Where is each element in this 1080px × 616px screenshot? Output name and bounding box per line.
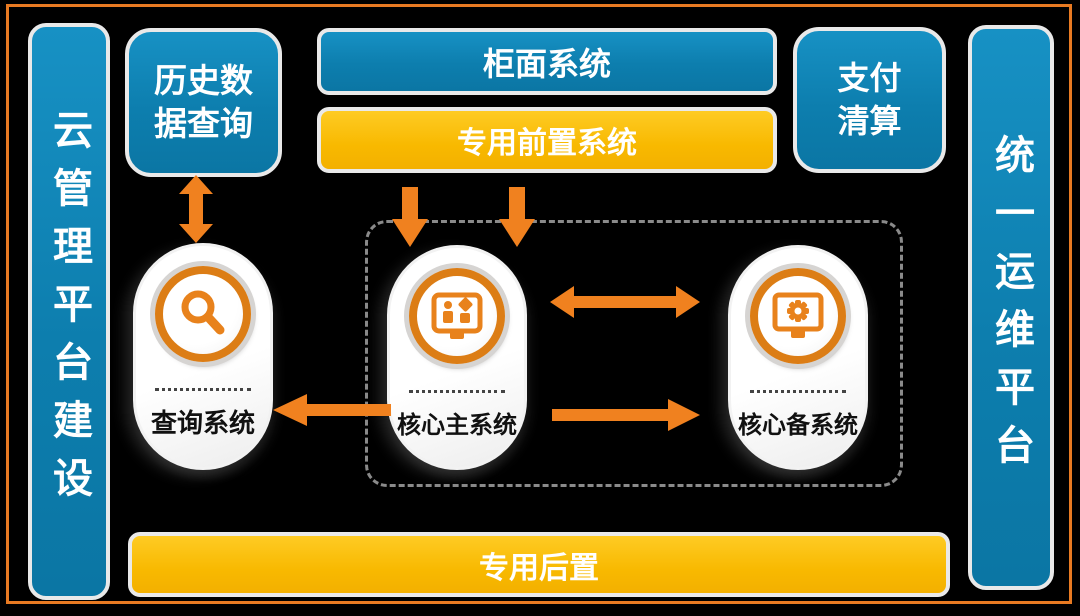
dedicated-back-system-bar: 专用后置 [128, 532, 950, 597]
bar-label: 柜面系统 [482, 45, 611, 82]
query-system-node: 查询系统 [133, 243, 273, 470]
history-data-query-box: 历史数据查询 [125, 28, 282, 177]
dotted-separator [154, 388, 252, 391]
monitor-dashboard-icon [431, 292, 483, 339]
arrow-core-main-to-query-left [273, 394, 391, 426]
core-backup-system-node: 核心备系统 [728, 245, 868, 470]
system-label: 查询系统 [150, 408, 255, 438]
bar-label: 专用前置系统 [457, 127, 637, 160]
pillar-cloud-management-platform: 云管理平台建设 [28, 23, 110, 600]
arrow-front-to-core-down-1 [392, 187, 428, 247]
dotted-separator [749, 390, 847, 393]
icon-badge [750, 268, 846, 364]
pillar-label: 统一运维平台 [989, 133, 1033, 482]
arrow-core-main-to-backup-right [552, 399, 700, 431]
core-main-system-node: 核心主系统 [387, 245, 527, 470]
arrow-front-to-core-down-2 [499, 187, 535, 247]
box-label: 历史数据查询 [154, 61, 253, 142]
counter-system-bar: 柜面系统 [317, 28, 777, 95]
icon-badge [155, 266, 251, 362]
arrow-history-query-double-vertical [179, 175, 213, 243]
pillar-unified-ops-platform: 统一运维平台 [968, 25, 1054, 590]
payment-clearing-box: 支付清算 [793, 27, 946, 173]
monitor-gear-icon [772, 292, 824, 338]
outer-frame-border [6, 4, 1072, 604]
icon-badge [409, 268, 505, 364]
dotted-separator [408, 390, 506, 393]
box-label: 支付清算 [837, 59, 902, 139]
magnifier-icon [181, 290, 225, 335]
bar-label: 专用后置 [479, 551, 599, 585]
system-label: 核心主系统 [397, 412, 517, 439]
core-cluster-boundary [365, 220, 903, 487]
pillar-label: 云管理平台建设 [47, 108, 91, 515]
system-label: 核心备系统 [738, 412, 858, 439]
dedicated-front-system-bar: 专用前置系统 [317, 107, 777, 173]
arrow-core-main-backup-double-horizontal [550, 286, 700, 318]
